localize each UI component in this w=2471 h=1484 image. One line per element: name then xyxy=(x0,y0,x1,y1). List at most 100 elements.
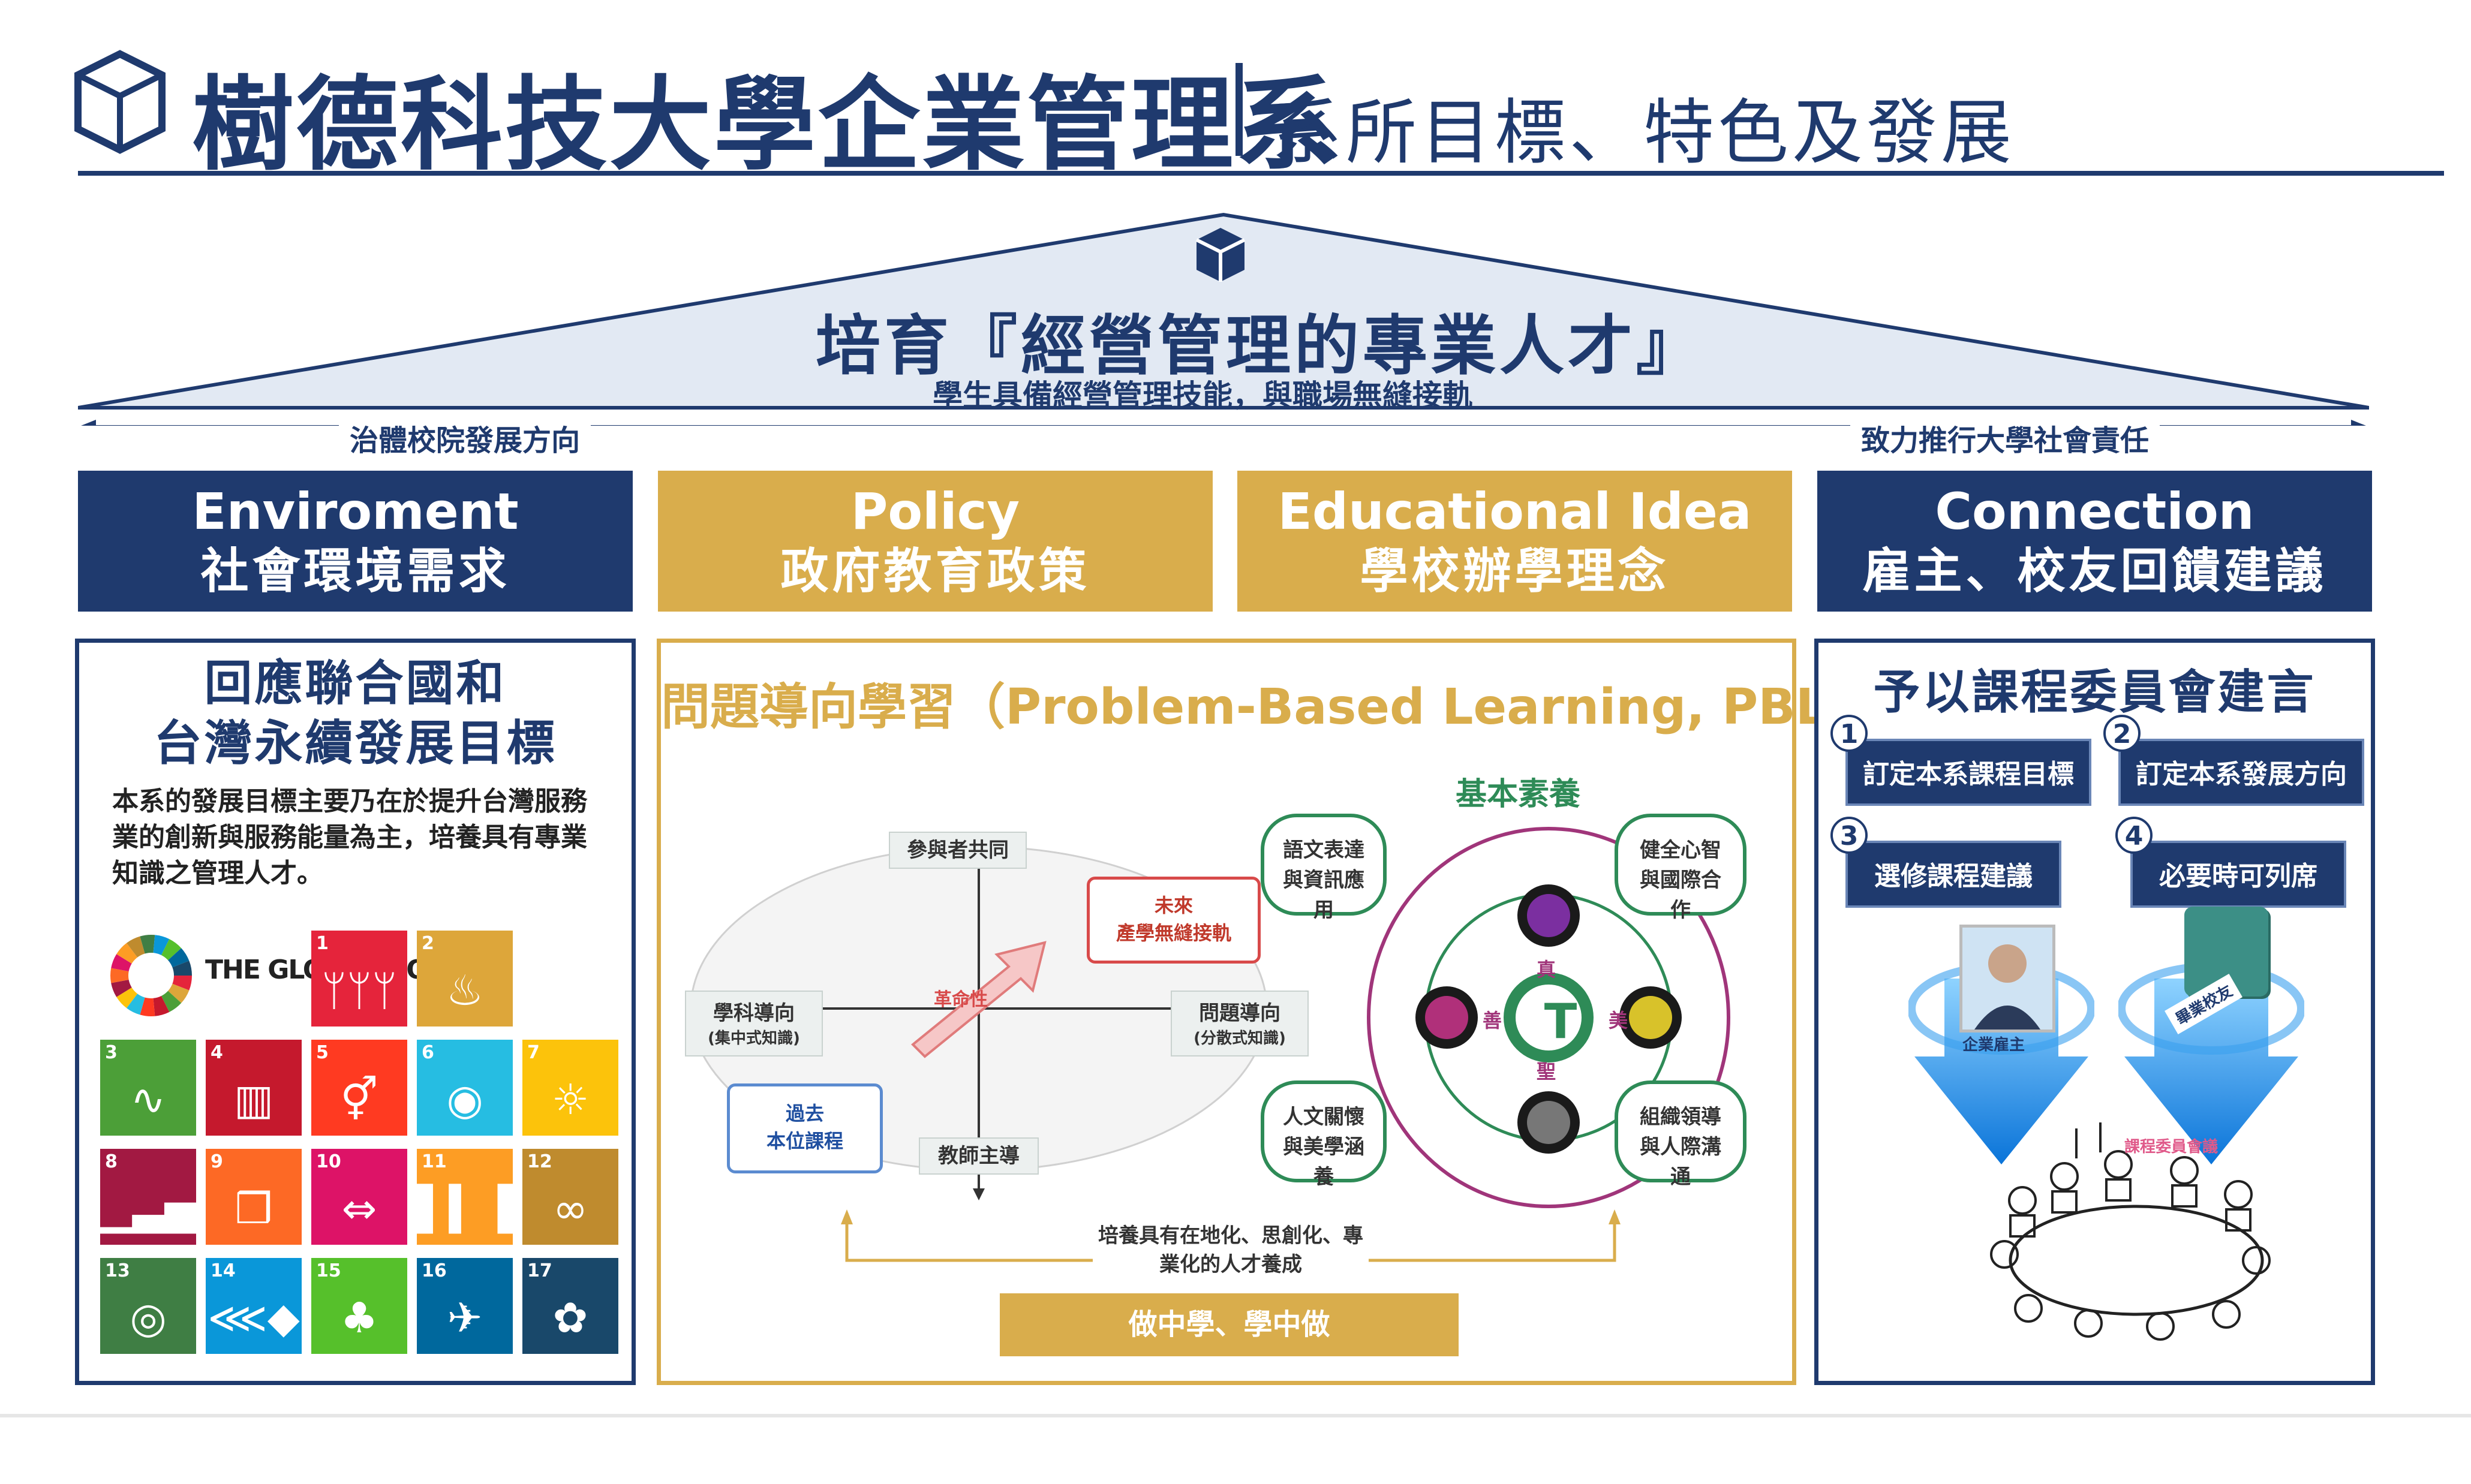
environment-panel: 回應聯合國和 台灣永續發展目標 本系的發展目標主要乃在於提升台灣服務業的創新與服… xyxy=(75,639,636,1385)
literacy-circle-diagram xyxy=(1367,827,1730,1208)
good-label: 善 xyxy=(1483,1009,1502,1032)
sdg-tile: 11 ▌▍▐ xyxy=(417,1149,514,1245)
sun-icon: ☼ xyxy=(551,1075,590,1124)
sdg-tile: 17✿ xyxy=(522,1258,618,1354)
sdg-tile: 12∞ xyxy=(522,1149,618,1245)
connection-num-1: 1 xyxy=(1830,715,1868,752)
holy-label: 聖 xyxy=(1537,1060,1556,1083)
pbl-panel: 問題導向學習（Problem-Based Learning, PBL） 參與者共… xyxy=(657,639,1877,1385)
person-icon xyxy=(1974,944,2040,1030)
employer-photo xyxy=(1959,925,2055,1033)
pillar-zh-label: 政府教育政策 xyxy=(780,543,1090,599)
sdg-tile: 3∿ xyxy=(100,1040,196,1136)
meeting-tag: 課程委員會議 xyxy=(2124,1138,2219,1156)
tree-icon: ♣ xyxy=(340,1293,378,1342)
sdg-number: 13 xyxy=(105,1260,130,1281)
sdg-number: 9 xyxy=(211,1151,223,1172)
connection-num-3: 3 xyxy=(1830,817,1868,854)
people-icon: ᛘᛘᛘ xyxy=(321,966,397,1015)
connection-num-4: 4 xyxy=(2115,817,2153,854)
literacy-item-leadership: 組織領導與人際溝通 xyxy=(1615,1080,1746,1189)
city-icon: ▌▍▐ xyxy=(417,1184,514,1233)
book-icon: ▥ xyxy=(233,1075,274,1124)
sdg-number: 17 xyxy=(527,1260,552,1281)
roof-cube-icon xyxy=(1195,228,1246,282)
pillar-en-label: Policy xyxy=(850,481,1020,541)
sdg-number: 1 xyxy=(316,933,329,954)
sdg-number: 11 xyxy=(422,1151,447,1172)
connection-heading: 予以課程委員會建言 xyxy=(1873,666,2316,720)
literacy-item-humanities: 人文關懷與美學涵養 xyxy=(1261,1080,1387,1189)
past-title: 過去 xyxy=(785,1102,824,1125)
sdg-number: 14 xyxy=(211,1260,236,1281)
past-sub: 本位課程 xyxy=(766,1130,843,1152)
department-title: 樹德科技大學企業管理系 xyxy=(192,66,1340,185)
footer-divider xyxy=(0,1414,2471,1417)
header-divider xyxy=(78,171,2444,176)
sdg-number: 6 xyxy=(422,1042,434,1063)
growth-chart-icon: ▁▃▅ xyxy=(100,1184,197,1233)
sdg-tile: 1 ᛘᛘᛘ xyxy=(311,931,407,1027)
infinity-icon: ∞ xyxy=(552,1184,588,1233)
employer-tag: 企業雇主 xyxy=(1962,1036,2025,1054)
quadrant-top-label: 參與者共同 xyxy=(889,832,1027,869)
sdg-tile: 4▥ xyxy=(206,1040,302,1136)
quadrant-right-title: 問題導向 xyxy=(1199,1001,1280,1025)
page-subtitle: 系所目標、特色及發展 xyxy=(1271,91,2016,174)
title-separator xyxy=(1236,63,1243,156)
quadrant-left-label: 學科導向 (集中式知識) xyxy=(685,991,823,1056)
pillar-en-label: Enviroment xyxy=(192,481,519,541)
connection-item-2: 訂定本系發展方向 xyxy=(2118,739,2364,806)
gender-icon: ⚥ xyxy=(340,1075,378,1124)
revolution-label: 革命性 xyxy=(934,989,988,1010)
connection-panel: 予以課程委員會建言 訂定本系課程目標 1 訂定本系發展方向 2 選修課程建議 3… xyxy=(1814,639,2375,1385)
sdg-tile: 6◉ xyxy=(417,1040,513,1136)
dove-icon: ✈ xyxy=(447,1293,483,1342)
environment-description: 本系的發展目標主要乃在於提升台灣服務業的創新與服務能量為主，培養具有專業知識之管… xyxy=(112,786,587,889)
pillar-zh-label: 學校辦學理念 xyxy=(1360,543,1670,599)
quadrant-right-label: 問題導向 (分散式知識) xyxy=(1171,991,1309,1056)
sdg-tile: 5⚥ xyxy=(311,1040,407,1136)
sdg-number: 16 xyxy=(422,1260,447,1281)
eye-globe-icon: ◎ xyxy=(130,1293,167,1342)
direction-left-label: 治體校院發展方向 xyxy=(339,417,591,459)
literacy-item-mind: 健全心智與國際合作 xyxy=(1615,814,1746,922)
future-title: 未來 xyxy=(1154,894,1193,917)
future-sub: 產學無縫接軌 xyxy=(1116,922,1231,944)
sdg-number: 12 xyxy=(527,1151,552,1172)
sdg-tile: 14 ⋘◆ xyxy=(206,1258,302,1354)
pillar-zh-label: 雇主、校友回饋建議 xyxy=(1862,543,2327,599)
equality-icon: ⇔ xyxy=(341,1184,377,1233)
connection-num-2: 2 xyxy=(2103,715,2141,752)
sdg-tile: 2♨ xyxy=(417,931,513,1027)
fish-icon: ⋘◆ xyxy=(208,1293,300,1342)
sdg-number: 7 xyxy=(527,1042,540,1063)
environment-heading-line-2: 台灣永續發展目標 xyxy=(154,715,557,771)
connection-item-1: 訂定本系課程目標 xyxy=(1845,739,2091,806)
truth-label: 真 xyxy=(1537,958,1556,981)
literacy-center-logo: T xyxy=(1544,994,1577,1049)
quadrant-left-sub: (集中式知識) xyxy=(708,1030,800,1047)
past-box: 過去 本位課程 xyxy=(727,1083,883,1173)
cubes-icon: ❒ xyxy=(235,1184,273,1233)
quadrant-bottom-label: 教師主導 xyxy=(919,1137,1039,1175)
cube-logo-icon xyxy=(74,50,166,154)
quadrant-left-title: 學科導向 xyxy=(713,1001,795,1025)
connection-item-4: 必要時可列席 xyxy=(2130,841,2346,908)
sdg-tile: 15♣ xyxy=(311,1258,407,1354)
pbl-caption: 培養具有在地化、思創化、專業化的人才養成 xyxy=(1093,1221,1369,1279)
pbl-title: 問題導向學習（Problem-Based Learning, PBL） xyxy=(661,679,1877,736)
environment-heading: 回應聯合國和 台灣永續發展目標 xyxy=(79,654,632,773)
pillar-en-label: Educational Idea xyxy=(1277,481,1752,541)
heartbeat-icon: ∿ xyxy=(130,1075,166,1124)
pillar-educational-idea: Educational Idea 學校辦學理念 xyxy=(1237,471,1792,612)
bowl-icon: ♨ xyxy=(446,966,484,1015)
quadrant-right-sub: (分散式知識) xyxy=(1194,1030,1286,1047)
sdg-number: 2 xyxy=(422,933,434,954)
sdg-tile: 9❒ xyxy=(206,1149,302,1245)
beauty-label: 美 xyxy=(1609,1009,1628,1032)
sdg-tile: 7☼ xyxy=(522,1040,618,1136)
connection-item-3: 選修課程建議 xyxy=(1845,841,2061,908)
sdg-number: 8 xyxy=(105,1151,118,1172)
pillar-environment: Enviroment 社會環境需求 xyxy=(78,471,633,612)
